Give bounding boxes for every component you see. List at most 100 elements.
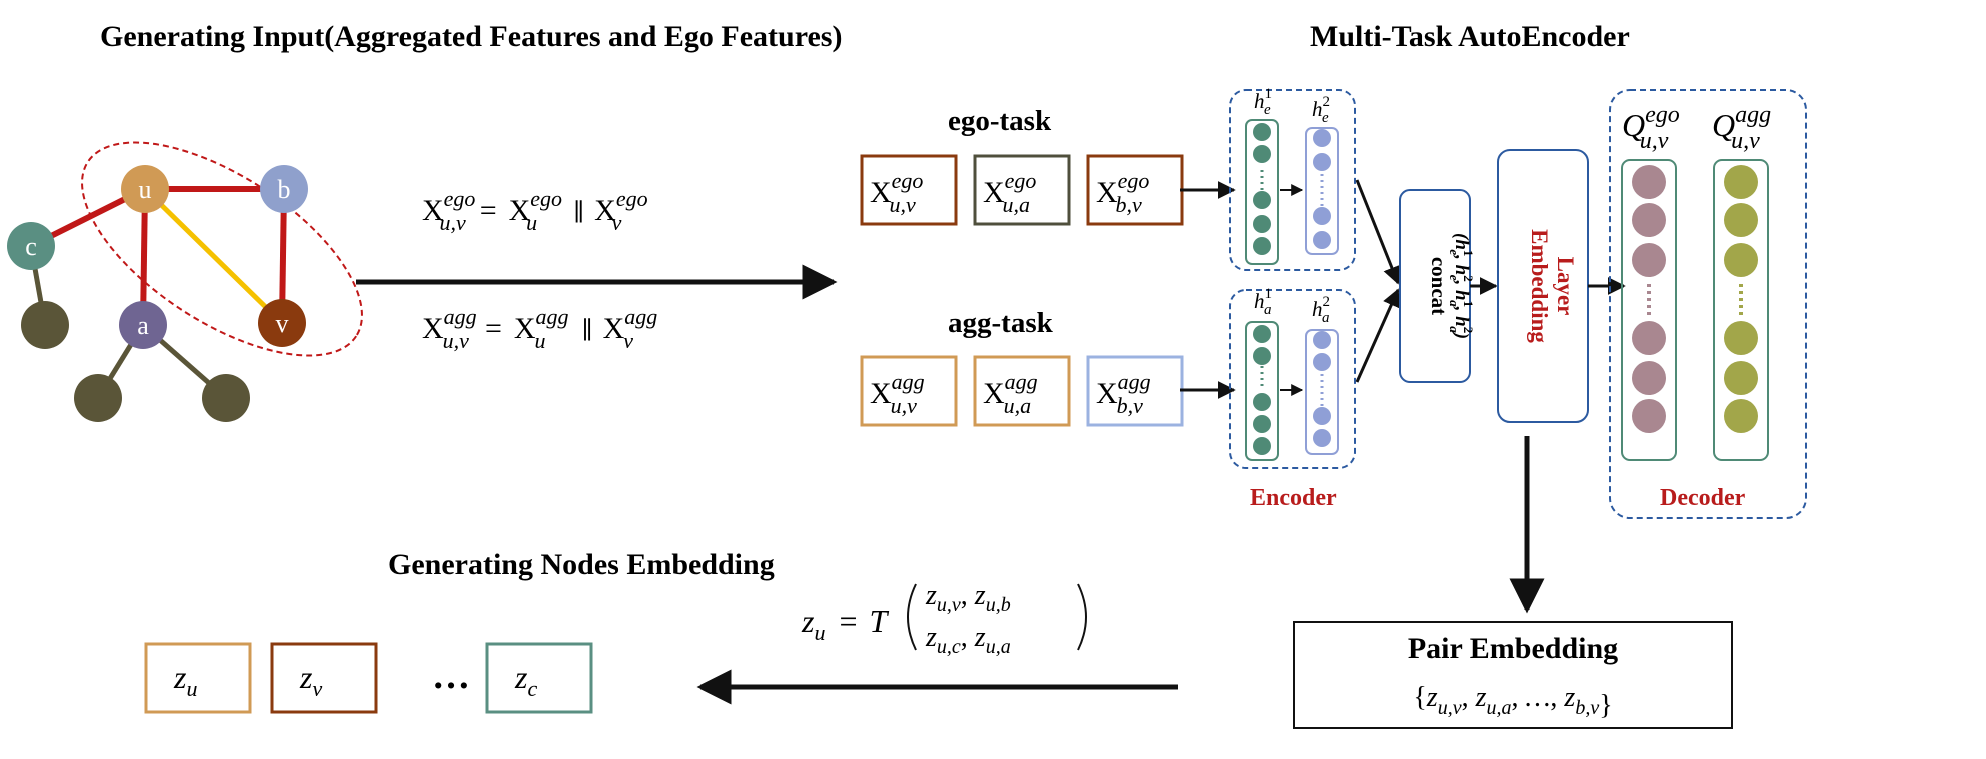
agg-h1-layer-neuron bbox=[1253, 415, 1271, 433]
graph-node-n1 bbox=[21, 301, 69, 349]
embedding-layer-line2: Layer bbox=[1553, 257, 1578, 316]
node-label-u: u bbox=[139, 175, 152, 204]
decoder-agg-output-neuron bbox=[1724, 321, 1758, 355]
formula-row2: zu,c, zu,a bbox=[925, 622, 1011, 658]
decoder-ego-output-neuron bbox=[1632, 165, 1666, 199]
agg-task-label: agg-task bbox=[948, 307, 1054, 339]
node-circle-n1 bbox=[21, 301, 69, 349]
embedding-layer-line1: Embedding bbox=[1527, 229, 1552, 343]
node-ellipsis: … bbox=[432, 655, 470, 697]
graph-node-n3 bbox=[202, 374, 250, 422]
node-circle-n3 bbox=[202, 374, 250, 422]
encoder-agg-block bbox=[1229, 289, 1356, 469]
agg-h1-layer-neuron bbox=[1253, 437, 1271, 455]
nodes-embedding-title: Generating Nodes Embedding bbox=[388, 548, 775, 581]
agg-h2-layer-neuron bbox=[1313, 429, 1331, 447]
concat-arguments: (h1e, h2e, h1a, h2a) bbox=[1447, 233, 1476, 339]
ego-h2-layer-neuron bbox=[1313, 231, 1331, 249]
decoder-ego-output bbox=[1621, 159, 1677, 461]
agg-h1-layer-neuron bbox=[1253, 325, 1271, 343]
graph-node-n2 bbox=[74, 374, 122, 422]
decoder-ego-output-neuron bbox=[1632, 361, 1666, 395]
formula-right-paren bbox=[1077, 583, 1087, 651]
node-embedding-frame bbox=[485, 642, 593, 714]
node-label-c: c bbox=[25, 232, 37, 261]
decoder-agg-output-neuron bbox=[1724, 203, 1758, 237]
ego-h2-layer-frame bbox=[1305, 127, 1339, 255]
node-circle-a bbox=[119, 301, 167, 349]
agg-input-frame bbox=[973, 355, 1071, 427]
ego-h1-layer-neuron bbox=[1253, 237, 1271, 255]
node-embedding-u: zu bbox=[144, 642, 252, 714]
decoder-ego-output-neuron bbox=[1632, 243, 1666, 277]
agg-h2-layer-neuron bbox=[1313, 331, 1331, 349]
graph-node-a: a bbox=[119, 301, 167, 349]
agg-input-frame bbox=[860, 355, 958, 427]
agg-h1-layer-neuron bbox=[1253, 393, 1271, 411]
decoder-agg-output-neuron bbox=[1724, 361, 1758, 395]
ego-h2-layer bbox=[1305, 127, 1339, 255]
node-embedding-symbol: zc bbox=[514, 659, 537, 701]
ego-h1-layer-neuron bbox=[1253, 145, 1271, 163]
decoder-agg-output-neuron bbox=[1724, 165, 1758, 199]
encoder-label: Encoder bbox=[1250, 485, 1337, 511]
pair-embedding-box bbox=[1293, 621, 1733, 729]
concat-block: concat (h1e, h2e, h1a, h2a) bbox=[1399, 189, 1476, 383]
ego-h1-layer-neuron bbox=[1253, 123, 1271, 141]
decoder-ego-output-neuron bbox=[1632, 321, 1666, 355]
ego-h1-layer-neuron bbox=[1253, 191, 1271, 209]
input-graph: u b c a v bbox=[7, 141, 363, 422]
decoder-ego-output-frame bbox=[1621, 159, 1677, 461]
decoder-block bbox=[1609, 89, 1807, 519]
node-embedding-formula: zu=Tzu,v, zu,bzu,c, zu,a bbox=[801, 580, 1087, 658]
agg-encoder-to-concat-arrow bbox=[1355, 288, 1400, 383]
agg-input-frame bbox=[1086, 355, 1184, 427]
node-circle-n2 bbox=[74, 374, 122, 422]
node-label-v: v bbox=[276, 309, 289, 338]
node-embedding-symbol: zv bbox=[299, 659, 322, 701]
pair-embedding-set: {zu,v, zu,a, …, zb,v} bbox=[1413, 682, 1612, 721]
ego-h1-layer-frame bbox=[1245, 119, 1279, 265]
input-title: Generating Input(Aggregated Features and… bbox=[100, 20, 842, 53]
selected-pair-ellipse bbox=[81, 141, 363, 357]
concat-word: concat bbox=[1427, 257, 1451, 315]
edge-u-v bbox=[143, 187, 284, 325]
ego-h2-layer-neuron bbox=[1313, 207, 1331, 225]
decoder-agg-output-neuron bbox=[1724, 243, 1758, 277]
decoder-ego-output-neuron bbox=[1632, 203, 1666, 237]
node-circle-c bbox=[7, 222, 55, 270]
node-label-a: a bbox=[137, 311, 149, 340]
decoder-agg-output-neuron bbox=[1724, 399, 1758, 433]
pair-embedding-title: Pair Embedding bbox=[1408, 632, 1618, 665]
ego-h2-layer-neuron bbox=[1313, 129, 1331, 147]
graph-node-b: b bbox=[260, 165, 308, 213]
formula-row1: zu,v, zu,b bbox=[925, 580, 1011, 616]
decoder-label: Decoder bbox=[1660, 485, 1746, 511]
agg-h1-layer-frame bbox=[1245, 321, 1279, 461]
pair-embedding: Pair Embedding {zu,v, zu,a, …, zb,v} bbox=[1293, 621, 1733, 729]
node-circle-u bbox=[121, 165, 169, 213]
graph-node-u: u bbox=[121, 165, 169, 213]
node-embedding-frame bbox=[144, 642, 252, 714]
embedding-layer: Embedding Layer bbox=[1497, 149, 1589, 423]
ego-h1-layer bbox=[1245, 119, 1279, 265]
agg-h2-layer-frame bbox=[1305, 329, 1339, 455]
ego-h2-layer-neuron bbox=[1313, 153, 1331, 171]
